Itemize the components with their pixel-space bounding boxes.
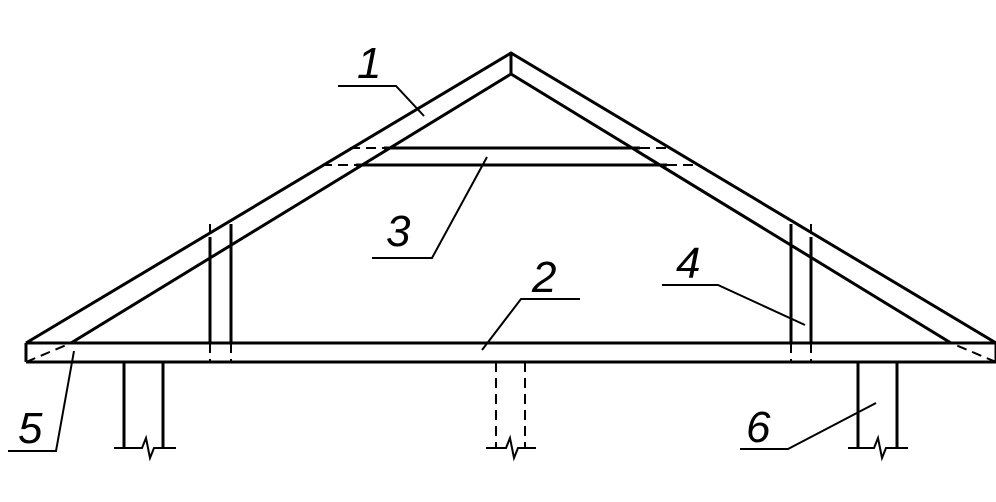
knee-wall-post-right [789, 224, 813, 362]
leader-1 [338, 85, 425, 117]
leader-3 [372, 156, 488, 259]
label-mauerlat: 5 [18, 404, 43, 453]
wall-center-break-line [486, 434, 536, 462]
wall-left-break-line [114, 434, 176, 462]
label-floor-beam: 2 [531, 253, 556, 302]
rafter-inner [70, 72, 952, 345]
rafters [25, 51, 996, 345]
label-collar-tie: 3 [386, 207, 411, 256]
leader-4 [662, 284, 806, 326]
support-wall-right [848, 362, 908, 462]
leader-6 [740, 402, 877, 450]
leader-5 [8, 350, 75, 452]
rafter-outer [25, 51, 996, 345]
mauerlat-right-diagonal [950, 342, 996, 363]
support-wall-center [486, 362, 536, 462]
support-wall-left [114, 362, 176, 462]
leader-2 [481, 298, 580, 351]
floor-beam [24, 341, 996, 364]
label-rafter: 1 [357, 39, 381, 88]
mauerlat-hidden-lines [25, 342, 996, 363]
mauerlat-left-diagonal [25, 342, 72, 363]
label-support-wall: 6 [746, 403, 771, 452]
wall-right-break-line [848, 434, 908, 462]
knee-wall-post-left [208, 224, 233, 362]
leader-lines [8, 85, 877, 452]
collar-tie [322, 146, 700, 167]
label-knee-wall-post: 4 [676, 239, 700, 288]
